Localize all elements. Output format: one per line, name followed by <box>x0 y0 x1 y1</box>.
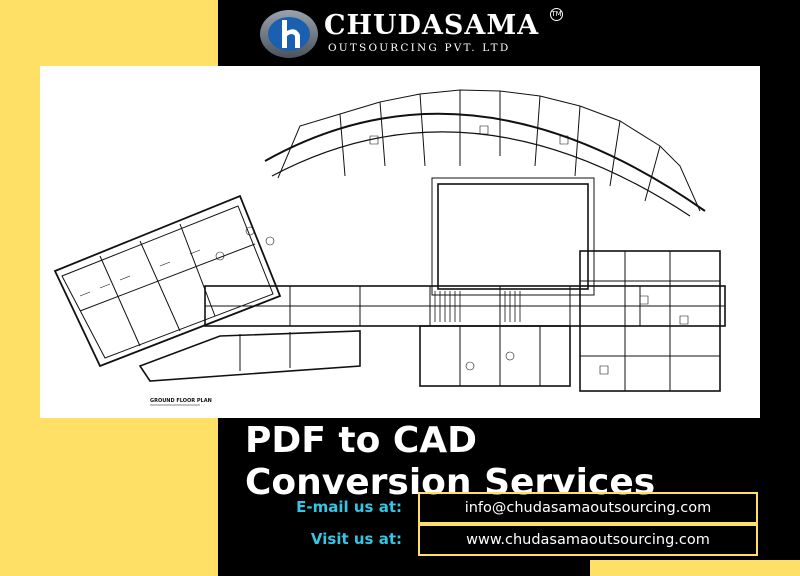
headline: PDF to CAD Conversion Services <box>245 420 655 504</box>
floor-plan-drawing: GROUND FLOOR PLAN <box>40 66 760 418</box>
email-link[interactable]: info@chudasamaoutsourcing.com <box>418 492 758 524</box>
website-label: Visit us at: <box>310 530 402 548</box>
headline-line-1: PDF to CAD <box>245 420 478 461</box>
yellow-corner-strip <box>590 560 800 576</box>
email-label: E-mail us at: <box>296 498 402 516</box>
email-row: E-mail us at: info@chudasamaoutsourcing.… <box>0 492 800 524</box>
trademark-badge: TM <box>550 8 563 21</box>
brand-name: CHUDASAMA <box>324 10 540 41</box>
h-circle-logo-icon <box>260 10 318 58</box>
floor-plan-illustration: GROUND FLOOR PLAN <box>53 89 726 406</box>
website-row: Visit us at: www.chudasamaoutsourcing.co… <box>0 524 800 556</box>
website-link[interactable]: www.chudasamaoutsourcing.com <box>418 524 758 556</box>
brand-subtitle: OUTSOURCING PVT. LTD <box>328 42 511 54</box>
plan-caption: GROUND FLOOR PLAN <box>150 398 212 404</box>
headline-line-2: Conversion Services <box>245 462 656 503</box>
